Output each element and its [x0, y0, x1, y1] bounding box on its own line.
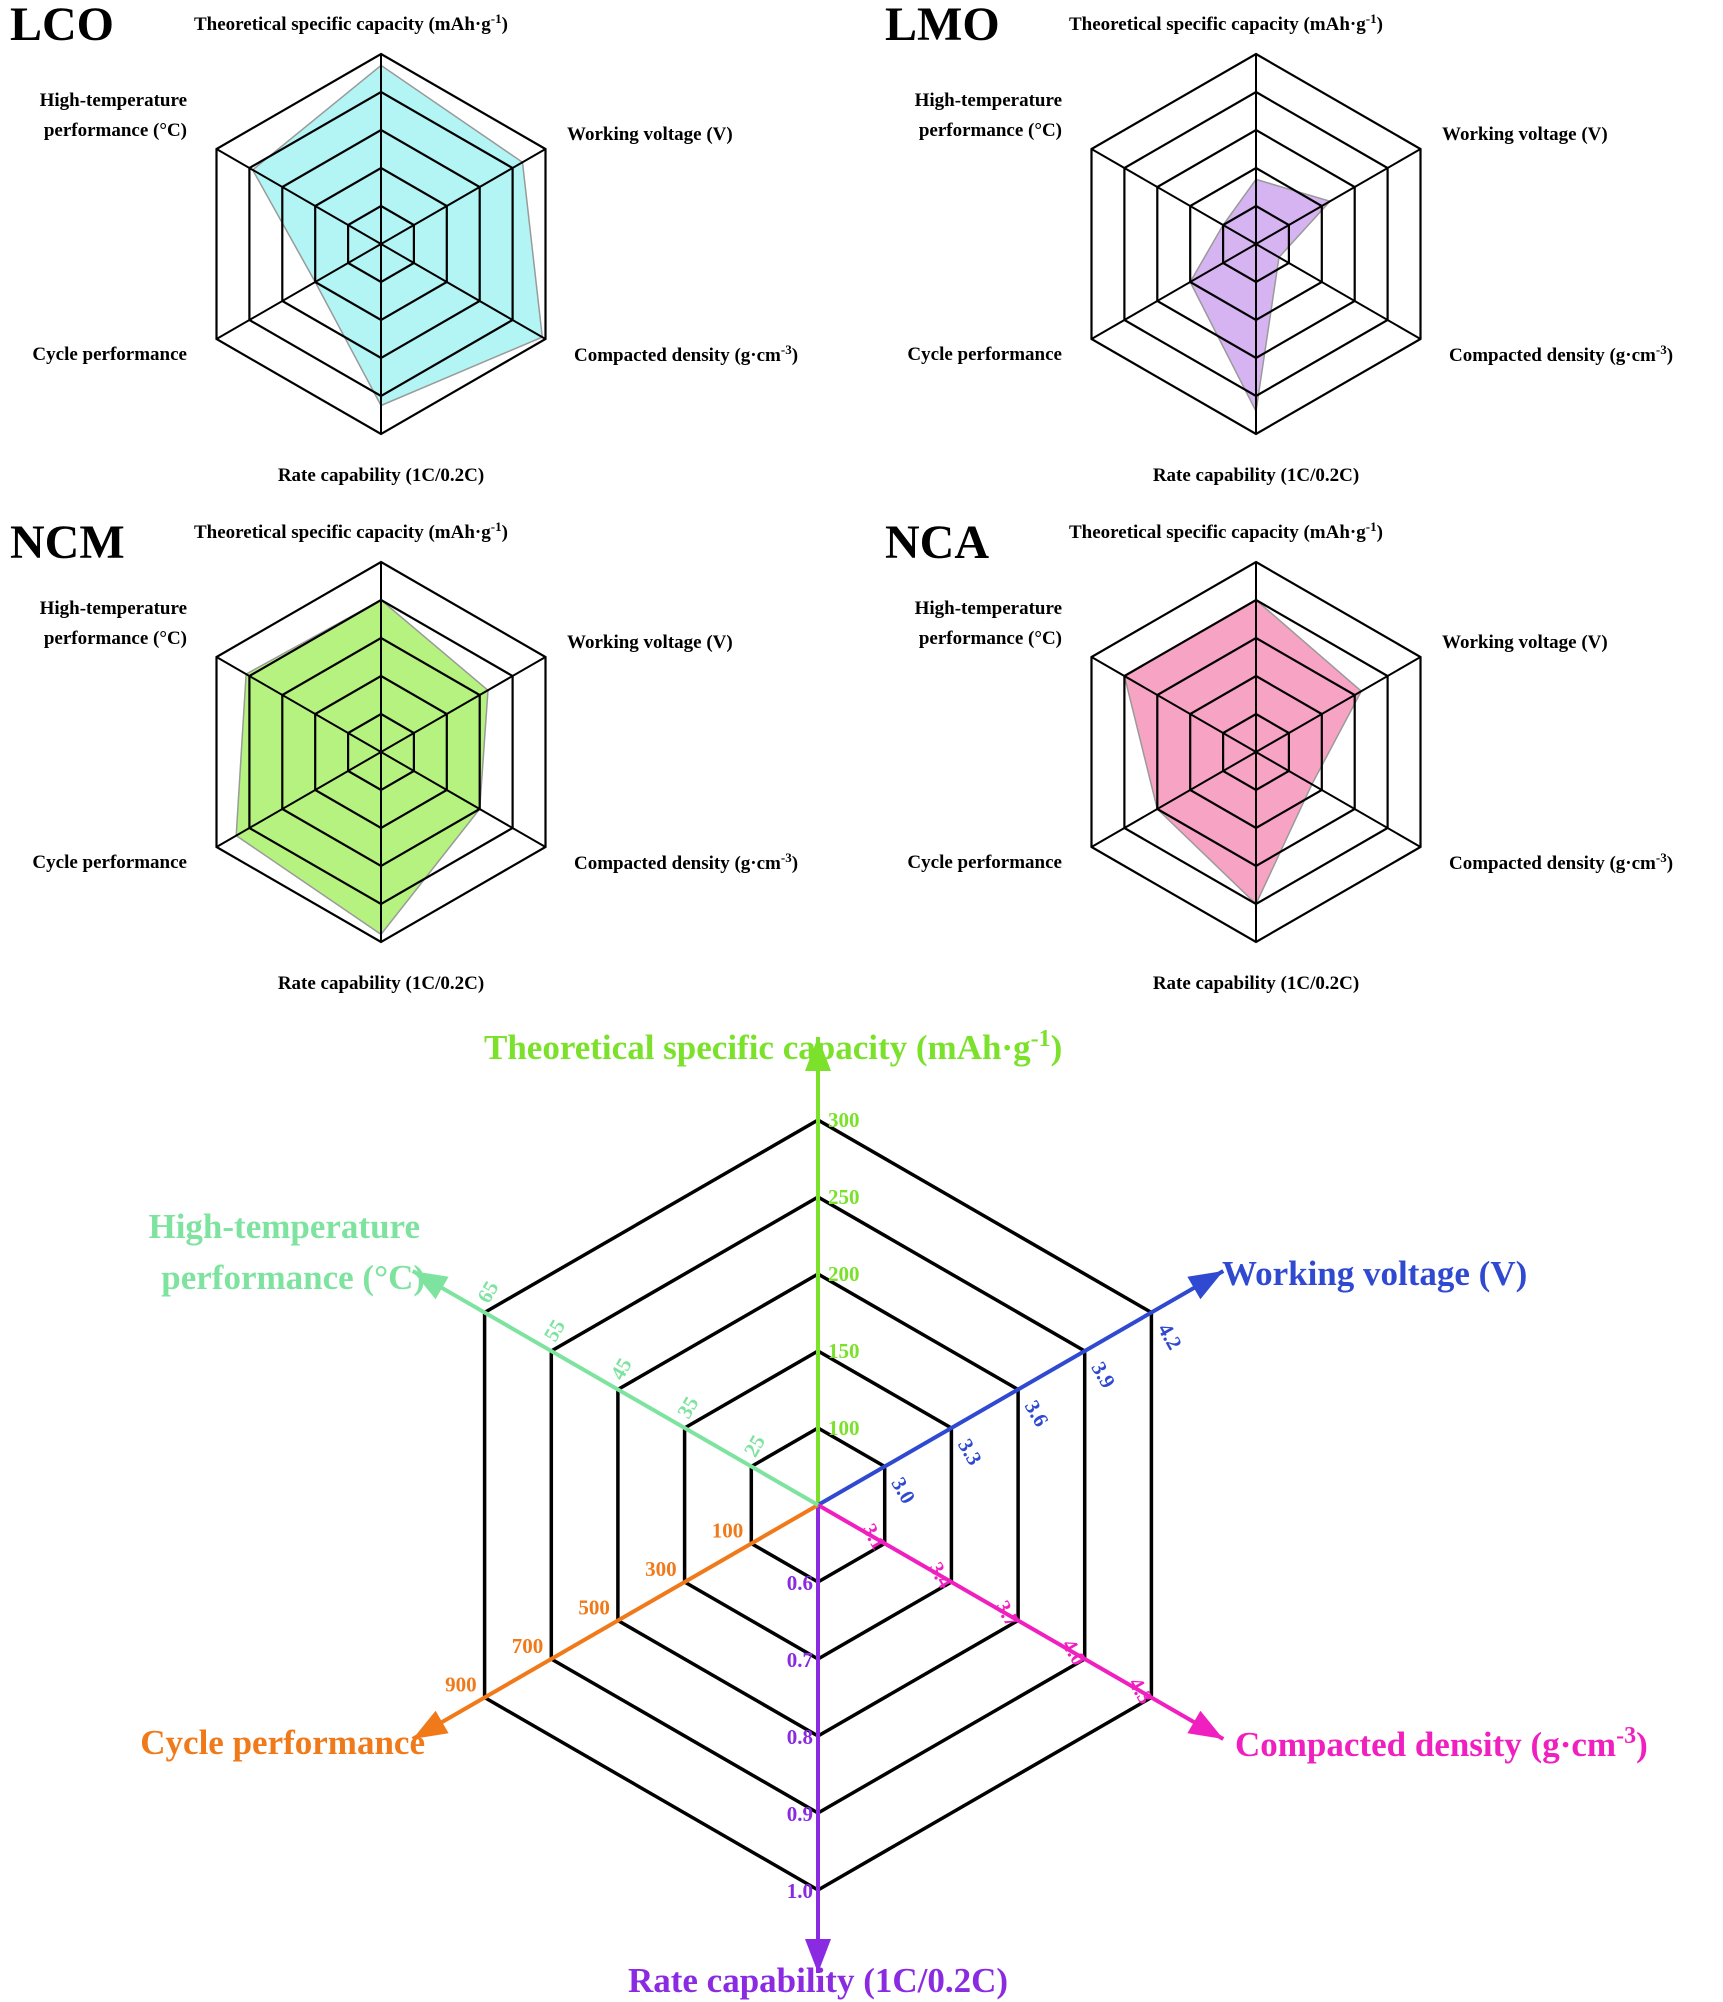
cycle-tick: 500	[578, 1596, 610, 1620]
temp-axis-title-line2: performance (°C)	[161, 1258, 425, 1297]
cycle-tick: 100	[712, 1519, 744, 1543]
grid-spoke	[215, 751, 382, 848]
radar-chart-nca: NCA Theoretical specific capacity (mAh·g-…	[885, 516, 1673, 994]
grid-spoke	[380, 751, 547, 848]
temp-label-line2: performance (°C)	[44, 628, 187, 649]
rate-tick: 0.7	[787, 1648, 813, 1672]
temp-label-line2: performance (°C)	[44, 120, 187, 141]
temp-label-line1: High-temperature	[40, 598, 187, 619]
rate-tick: 1.0	[787, 1879, 813, 1903]
grid-spoke	[1255, 148, 1422, 245]
cycle-tick: 700	[512, 1634, 544, 1658]
cycle-label: Cycle performance	[32, 344, 187, 365]
radar-chart-ncm: NCM Theoretical specific capacity (mAh·g-…	[10, 516, 798, 994]
temp-label-line1: High-temperature	[915, 90, 1062, 111]
capacity-label: Theoretical specific capacity (mAh·g-1)	[194, 519, 508, 544]
cycle-arrowhead	[412, 1710, 449, 1739]
voltage-label: Working voltage (V)	[1442, 632, 1608, 653]
voltage-axis-title: Working voltage (V)	[1222, 1254, 1527, 1293]
rate-label: Rate capability (1C/0.2C)	[278, 973, 484, 994]
rate-label: Rate capability (1C/0.2C)	[1153, 973, 1359, 994]
density-axis-title: Compacted density (g·cm-3)	[1235, 1723, 1648, 1764]
grid-spoke	[380, 656, 547, 753]
voltage-tick: 3.0	[886, 1473, 920, 1508]
cycle-label: Cycle performance	[32, 852, 187, 873]
voltage-label: Working voltage (V)	[567, 632, 733, 653]
temp-axis-title-line1: High-temperature	[148, 1207, 420, 1246]
density-label: Compacted density (g·cm-3)	[574, 850, 798, 875]
rate-tick: 0.8	[787, 1725, 813, 1749]
capacity-tick: 300	[828, 1108, 860, 1132]
rate-tick: 0.9	[787, 1802, 813, 1826]
cycle-tick: 300	[645, 1557, 677, 1581]
grid-spoke	[1090, 751, 1257, 848]
density-label: Compacted density (g·cm-3)	[1449, 342, 1673, 367]
voltage-label: Working voltage (V)	[567, 124, 733, 145]
voltage-tick: 3.3	[953, 1435, 987, 1470]
density-arrowhead	[1187, 1710, 1224, 1739]
temp-label-line1: High-temperature	[915, 598, 1062, 619]
grid-spoke	[215, 243, 382, 340]
temp-axis	[411, 1269, 819, 1507]
grid-spoke	[1090, 656, 1257, 753]
temp-label-line1: High-temperature	[40, 90, 187, 111]
grid-spoke	[1255, 751, 1422, 848]
rate-arrowhead	[805, 1939, 831, 1973]
voltage-label: Working voltage (V)	[1442, 124, 1608, 145]
temp-arrowhead	[412, 1271, 449, 1300]
chart-title: NCM	[10, 516, 125, 569]
voltage-tick: 3.9	[1086, 1358, 1120, 1393]
grid-spoke	[380, 243, 547, 340]
grid-spoke	[380, 148, 547, 245]
temp-label-line2: performance (°C)	[919, 120, 1062, 141]
cycle-tick: 900	[445, 1673, 477, 1697]
capacity-tick: 100	[828, 1416, 860, 1440]
voltage-axis	[817, 1269, 1225, 1507]
radar-chart-lmo: LMO Theoretical specific capacity (mAh·g-…	[885, 0, 1673, 486]
capacity-label: Theoretical specific capacity (mAh·g-1)	[1069, 11, 1383, 36]
rate-axis-title: Rate capability (1C/0.2C)	[628, 1961, 1008, 2000]
capacity-tick: 200	[828, 1262, 860, 1286]
voltage-arrowhead	[1187, 1271, 1224, 1300]
capacity-label: Theoretical specific capacity (mAh·g-1)	[194, 11, 508, 36]
density-label: Compacted density (g·cm-3)	[574, 342, 798, 367]
grid-spoke	[1255, 656, 1422, 753]
capacity-label: Theoretical specific capacity (mAh·g-1)	[1069, 519, 1383, 544]
grid-spoke	[1255, 243, 1422, 340]
rate-label: Rate capability (1C/0.2C)	[278, 465, 484, 486]
temp-label-line2: performance (°C)	[919, 628, 1062, 649]
chart-title: LCO	[10, 0, 114, 51]
radar-chart-lco: LCO Theoretical specific capacity (mAh·g-…	[10, 0, 798, 486]
scale-legend-radar: 1001502002503003.03.33.63.94.23.13.43.74…	[140, 1026, 1647, 2000]
voltage-tick: 4.2	[1153, 1319, 1187, 1354]
cycle-label: Cycle performance	[907, 344, 1062, 365]
grid-spoke	[1090, 243, 1257, 340]
grid-spoke	[215, 148, 382, 245]
rate-label: Rate capability (1C/0.2C)	[1153, 465, 1359, 486]
grid-spoke	[215, 656, 382, 753]
capacity-axis-title: Theoretical specific capacity (mAh·g-1)	[484, 1026, 1062, 1067]
rate-tick: 0.6	[787, 1571, 813, 1595]
grid-spoke	[1090, 148, 1257, 245]
density-label: Compacted density (g·cm-3)	[1449, 850, 1673, 875]
chart-title: LMO	[885, 0, 1000, 51]
capacity-tick: 150	[828, 1339, 860, 1363]
cycle-axis-title: Cycle performance	[140, 1723, 425, 1762]
capacity-tick: 250	[828, 1185, 860, 1209]
cycle-axis	[411, 1503, 819, 1741]
chart-title: NCA	[885, 516, 989, 569]
density-axis	[817, 1503, 1225, 1741]
cycle-label: Cycle performance	[907, 852, 1062, 873]
capacity-arrowhead	[805, 1037, 831, 1071]
voltage-tick: 3.6	[1020, 1396, 1054, 1431]
